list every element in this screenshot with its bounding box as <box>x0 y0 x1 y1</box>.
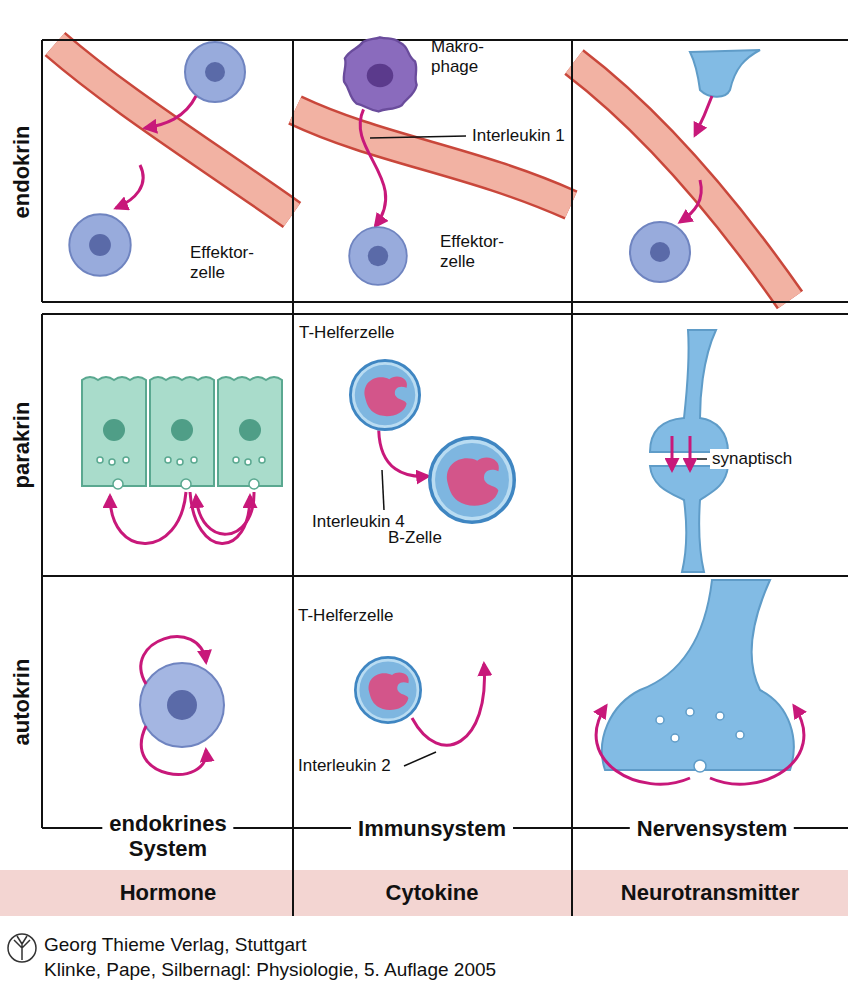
text-label: Interleukin 2 <box>298 756 391 776</box>
cell-node: T-Helferzelle <box>354 656 422 724</box>
text-label: Cytokine <box>386 883 479 903</box>
text-label: autokrin <box>12 655 32 750</box>
autocrine-terminal <box>596 580 804 784</box>
text-label: Interleukin 4 <box>312 512 405 532</box>
text-label: endokrin <box>12 122 32 223</box>
text-label: synaptisch <box>710 449 794 469</box>
grid-lines <box>42 40 848 916</box>
signal-arrow <box>360 109 386 226</box>
cell-node: Effektor- zelle <box>348 226 408 286</box>
text-label: Hormone <box>120 883 217 903</box>
cell-label: Makro- phage <box>431 37 484 77</box>
text-label: parakrin <box>12 398 32 493</box>
cell-node: Makro- phage <box>341 35 419 113</box>
cell-node: B-Zelle <box>428 436 516 524</box>
autocrine-cell <box>140 637 224 775</box>
text-label: endokrines System <box>102 811 233 861</box>
publisher-logo <box>8 934 36 962</box>
text-label: Immunsystem <box>351 816 513 841</box>
category-band <box>0 870 848 916</box>
cell-label: T-Helferzelle <box>299 323 394 343</box>
cell-label: Effektor- zelle <box>440 232 504 272</box>
blood-vessels <box>55 44 790 300</box>
cell-label: T-Helferzelle <box>298 606 393 626</box>
text-label: Klinke, Pape, Silbernagl: Physiologie, 5… <box>44 959 496 981</box>
text-label: Georg Thieme Verlag, Stuttgart <box>44 934 307 956</box>
epithelial-cells <box>82 377 282 544</box>
cell-shape <box>428 436 516 524</box>
text-label: Interleukin 1 <box>470 126 567 146</box>
text-label: Nervensystem <box>630 816 794 841</box>
neurosecretory-terminal <box>630 50 760 282</box>
cell-node: Effektor- zelle <box>68 213 132 277</box>
text-label: Neurotransmitter <box>621 883 799 903</box>
hormone-cells <box>116 42 245 208</box>
cell-shape <box>68 213 132 277</box>
signal-arrow <box>379 430 428 476</box>
cell-shape <box>354 656 422 724</box>
cell-shape <box>348 226 408 286</box>
cell-node: T-Helferzelle <box>349 359 421 431</box>
cell-label: Effektor- zelle <box>190 243 254 283</box>
cell-shape <box>349 359 421 431</box>
cell-shape <box>341 35 419 113</box>
